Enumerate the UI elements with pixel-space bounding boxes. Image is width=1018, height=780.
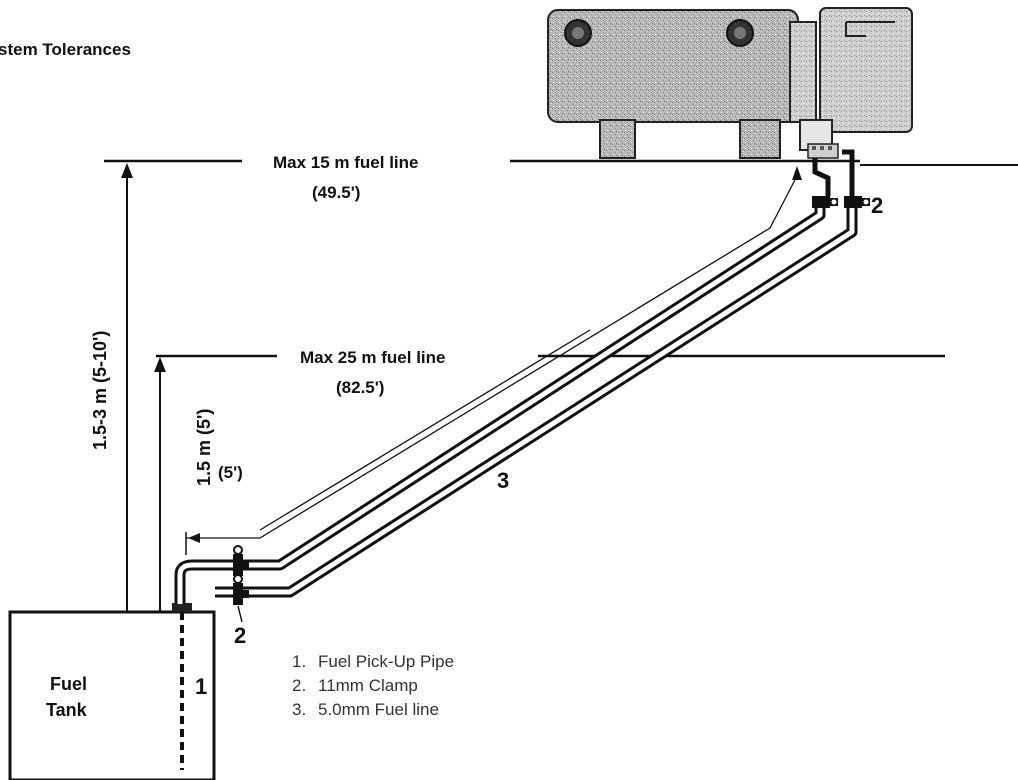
clamp-generator-left <box>812 196 838 208</box>
height-total-label: 1.5-3 m (5-10') <box>90 331 110 450</box>
height-min-imperial-label: (5') <box>218 463 243 482</box>
callout-1: 1 <box>195 674 207 699</box>
max-15m-arrowhead <box>792 166 802 180</box>
callout-2-tank-leader <box>237 605 243 623</box>
max-25m-arrowhead <box>188 533 200 543</box>
generator-icon <box>547 7 913 196</box>
tank-fitting <box>172 603 192 612</box>
legend-item: 2. 11mm Clamp <box>292 674 454 698</box>
max-25m-leader <box>259 329 591 531</box>
legend-number: 3. <box>292 700 307 719</box>
diagram-title: stem Tolerances <box>0 40 131 59</box>
clamp-tank-upper <box>233 545 249 576</box>
max-25m-imperial: (82.5') <box>336 378 384 397</box>
legend-item: 1. Fuel Pick-Up Pipe <box>292 650 454 674</box>
max-15m-label: Max 15 m fuel line <box>273 153 419 172</box>
clamp-generator-right <box>844 196 870 208</box>
max-15m-imperial: (49.5') <box>312 183 360 202</box>
tank-label-line1: Fuel <box>50 674 87 694</box>
max-25m-label: Max 25 m fuel line <box>300 348 446 367</box>
legend: 1. Fuel Pick-Up Pipe 2. 11mm Clamp 3. 5.… <box>292 650 454 722</box>
callout-2-generator: 2 <box>871 193 883 218</box>
legend-number: 1. <box>292 652 307 671</box>
legend-text: 11mm Clamp <box>318 676 418 695</box>
legend-text: Fuel Pick-Up Pipe <box>318 652 455 671</box>
legend-text: 5.0mm Fuel line <box>318 700 439 719</box>
legend-number: 2. <box>292 676 307 695</box>
callout-2-tank: 2 <box>234 623 246 648</box>
height-min-label: 1.5 m (5') <box>194 409 214 486</box>
tank-label-line2: Tank <box>46 700 88 720</box>
callout-3: 3 <box>497 468 509 493</box>
fuel-line-hoses <box>174 196 858 604</box>
max-15m-leader <box>186 175 798 539</box>
legend-item: 3. 5.0mm Fuel line <box>292 698 454 722</box>
clamp-tank-lower <box>233 574 249 605</box>
